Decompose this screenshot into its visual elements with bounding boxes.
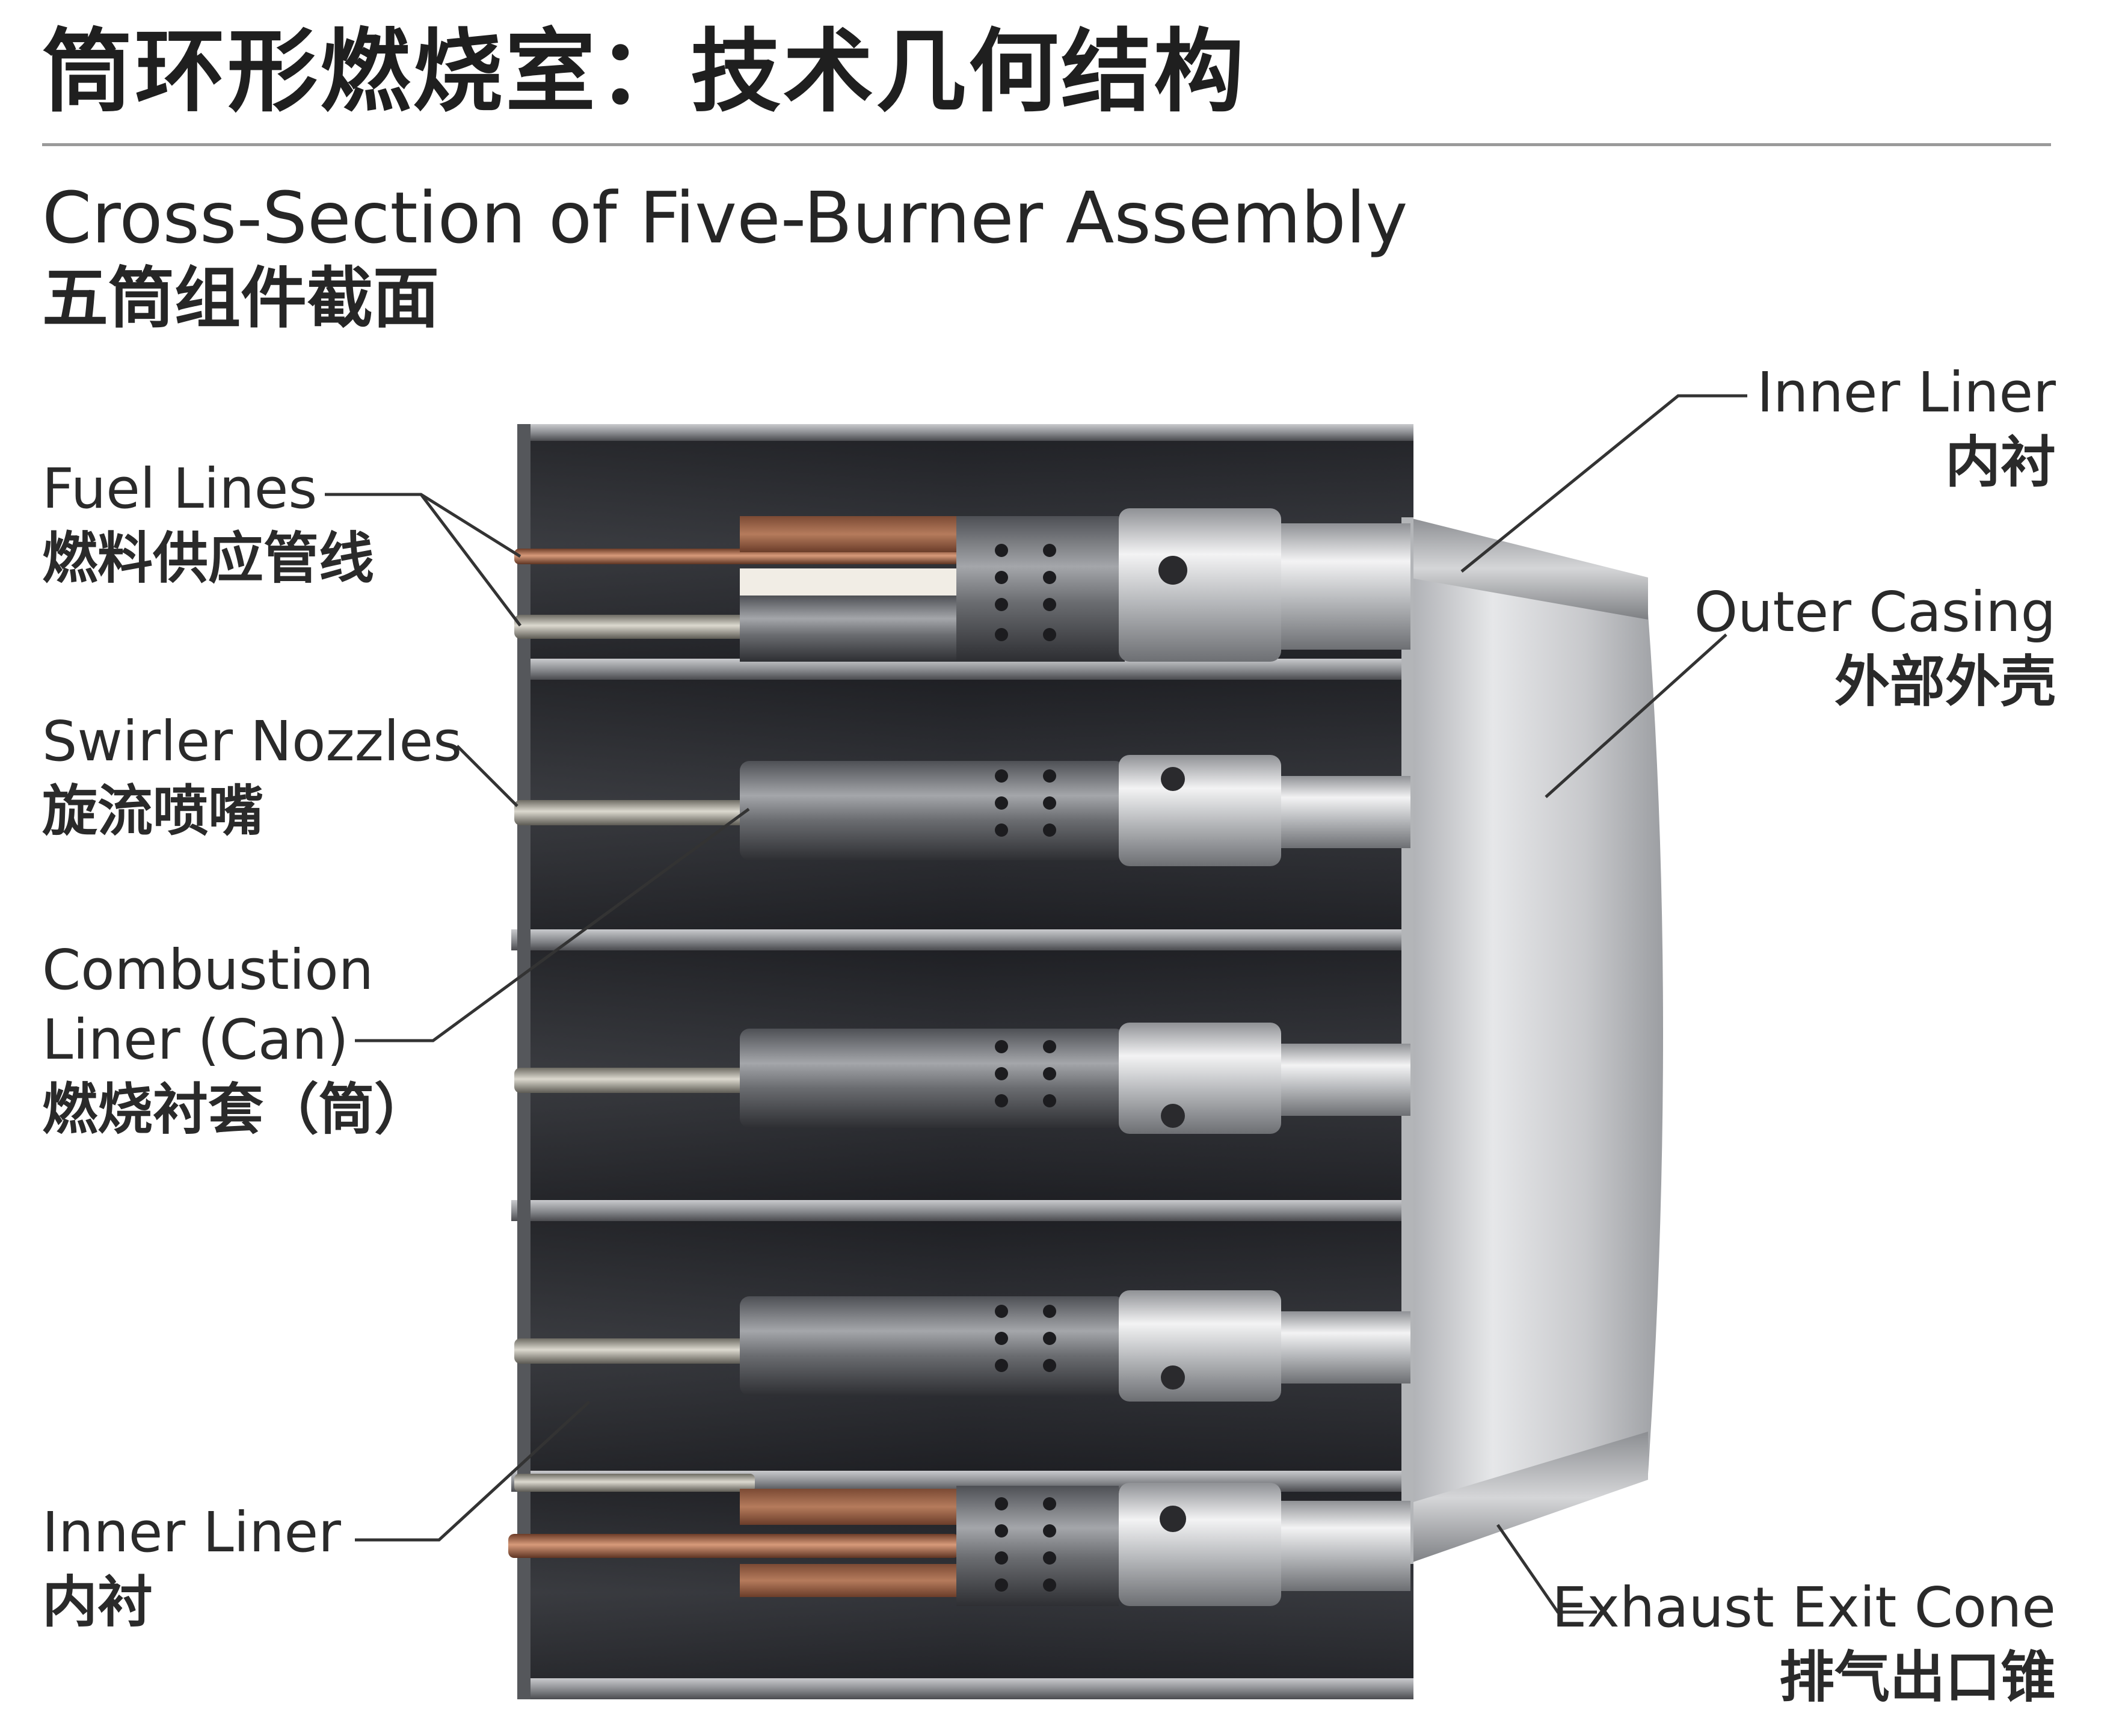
nozzle-tip-4 — [1281, 1311, 1410, 1384]
label-inner-liner-left-en: Inner Liner — [42, 1498, 341, 1568]
label-combustion-liner: Combustion Liner (Can) 燃烧衬套（筒） — [42, 935, 429, 1145]
label-exhaust-cone-en: Exhaust Exit Cone — [1552, 1573, 2056, 1643]
fuel-line-rod-5 — [514, 1474, 755, 1492]
housing-top-edge — [517, 424, 1413, 441]
nozzle-port-2 — [1161, 767, 1185, 791]
label-fuel-lines-zh: 燃料供应管线 — [42, 524, 374, 594]
divider-plate-3 — [511, 1200, 1413, 1221]
perforated-section-1 — [956, 516, 1119, 660]
nozzle-tip-5 — [1281, 1501, 1410, 1591]
liner-body-2 — [740, 761, 1125, 860]
nozzle-port-4 — [1161, 1365, 1185, 1390]
nozzle-head-4 — [1119, 1290, 1281, 1402]
label-inner-liner-right: Inner Liner 内衬 — [1757, 358, 2056, 497]
divider-plate-2 — [511, 929, 1413, 950]
leader-swirler-nozzles — [457, 746, 517, 806]
swirler-rod-2 — [514, 800, 749, 825]
label-combustion-liner-zh: 燃烧衬套（筒） — [42, 1075, 429, 1145]
leader-fuel-lines-2 — [421, 494, 520, 626]
label-exhaust-cone: Exhaust Exit Cone 排气出口锥 — [1552, 1573, 2056, 1713]
label-combustion-liner-en1: Combustion — [42, 935, 429, 1005]
fuel-line-rod-1 — [514, 615, 755, 639]
label-inner-liner-left-zh: 内衬 — [42, 1568, 341, 1637]
perforated-section-5 — [956, 1486, 1119, 1606]
label-outer-casing: Outer Casing 外部外壳 — [1694, 577, 2056, 717]
nozzle-head-3 — [1119, 1023, 1281, 1134]
nozzle-port-1 — [1158, 556, 1187, 585]
divider-plate-1 — [517, 659, 1413, 680]
liner-body-3 — [740, 1029, 1125, 1128]
copper-block-5a — [740, 1489, 956, 1525]
fuel-line-copper-5 — [508, 1534, 959, 1558]
label-exhaust-cone-zh: 排气出口锥 — [1552, 1643, 2056, 1713]
copper-block-5b — [740, 1564, 956, 1597]
label-swirler-nozzles-zh: 旋流喷嘴 — [42, 777, 462, 846]
label-combustion-liner-en2: Liner (Can) — [42, 1005, 429, 1075]
label-fuel-lines-en: Fuel Lines — [42, 454, 374, 524]
swirler-rod-3 — [514, 1068, 749, 1093]
label-fuel-lines: Fuel Lines 燃料供应管线 — [42, 454, 374, 594]
nozzle-port-5 — [1160, 1506, 1186, 1532]
label-inner-liner-right-zh: 内衬 — [1757, 428, 2056, 497]
label-inner-liner-right-en: Inner Liner — [1757, 358, 2056, 428]
label-outer-casing-en: Outer Casing — [1694, 577, 2056, 647]
nozzle-tip-2 — [1281, 776, 1410, 848]
nozzle-tip-3 — [1281, 1044, 1410, 1116]
casing-seam — [1401, 517, 1413, 1564]
housing-bottom-edge — [517, 1678, 1413, 1699]
nozzle-head-5 — [1119, 1483, 1281, 1606]
label-swirler-nozzles-en: Swirler Nozzles — [42, 707, 462, 777]
nozzle-head-1 — [1119, 508, 1281, 662]
label-swirler-nozzles: Swirler Nozzles 旋流喷嘴 — [42, 707, 462, 846]
nozzle-head-2 — [1119, 755, 1281, 866]
copper-block-1 — [740, 516, 956, 552]
swirler-rod-4 — [514, 1338, 749, 1364]
nozzle-port-3 — [1161, 1104, 1185, 1128]
liner-body-4 — [740, 1296, 1125, 1396]
nozzle-tip-1 — [1281, 523, 1410, 650]
label-inner-liner-left: Inner Liner 内衬 — [42, 1498, 341, 1637]
outer-casing-shell — [1401, 517, 1663, 1516]
label-outer-casing-zh: 外部外壳 — [1694, 647, 2056, 717]
